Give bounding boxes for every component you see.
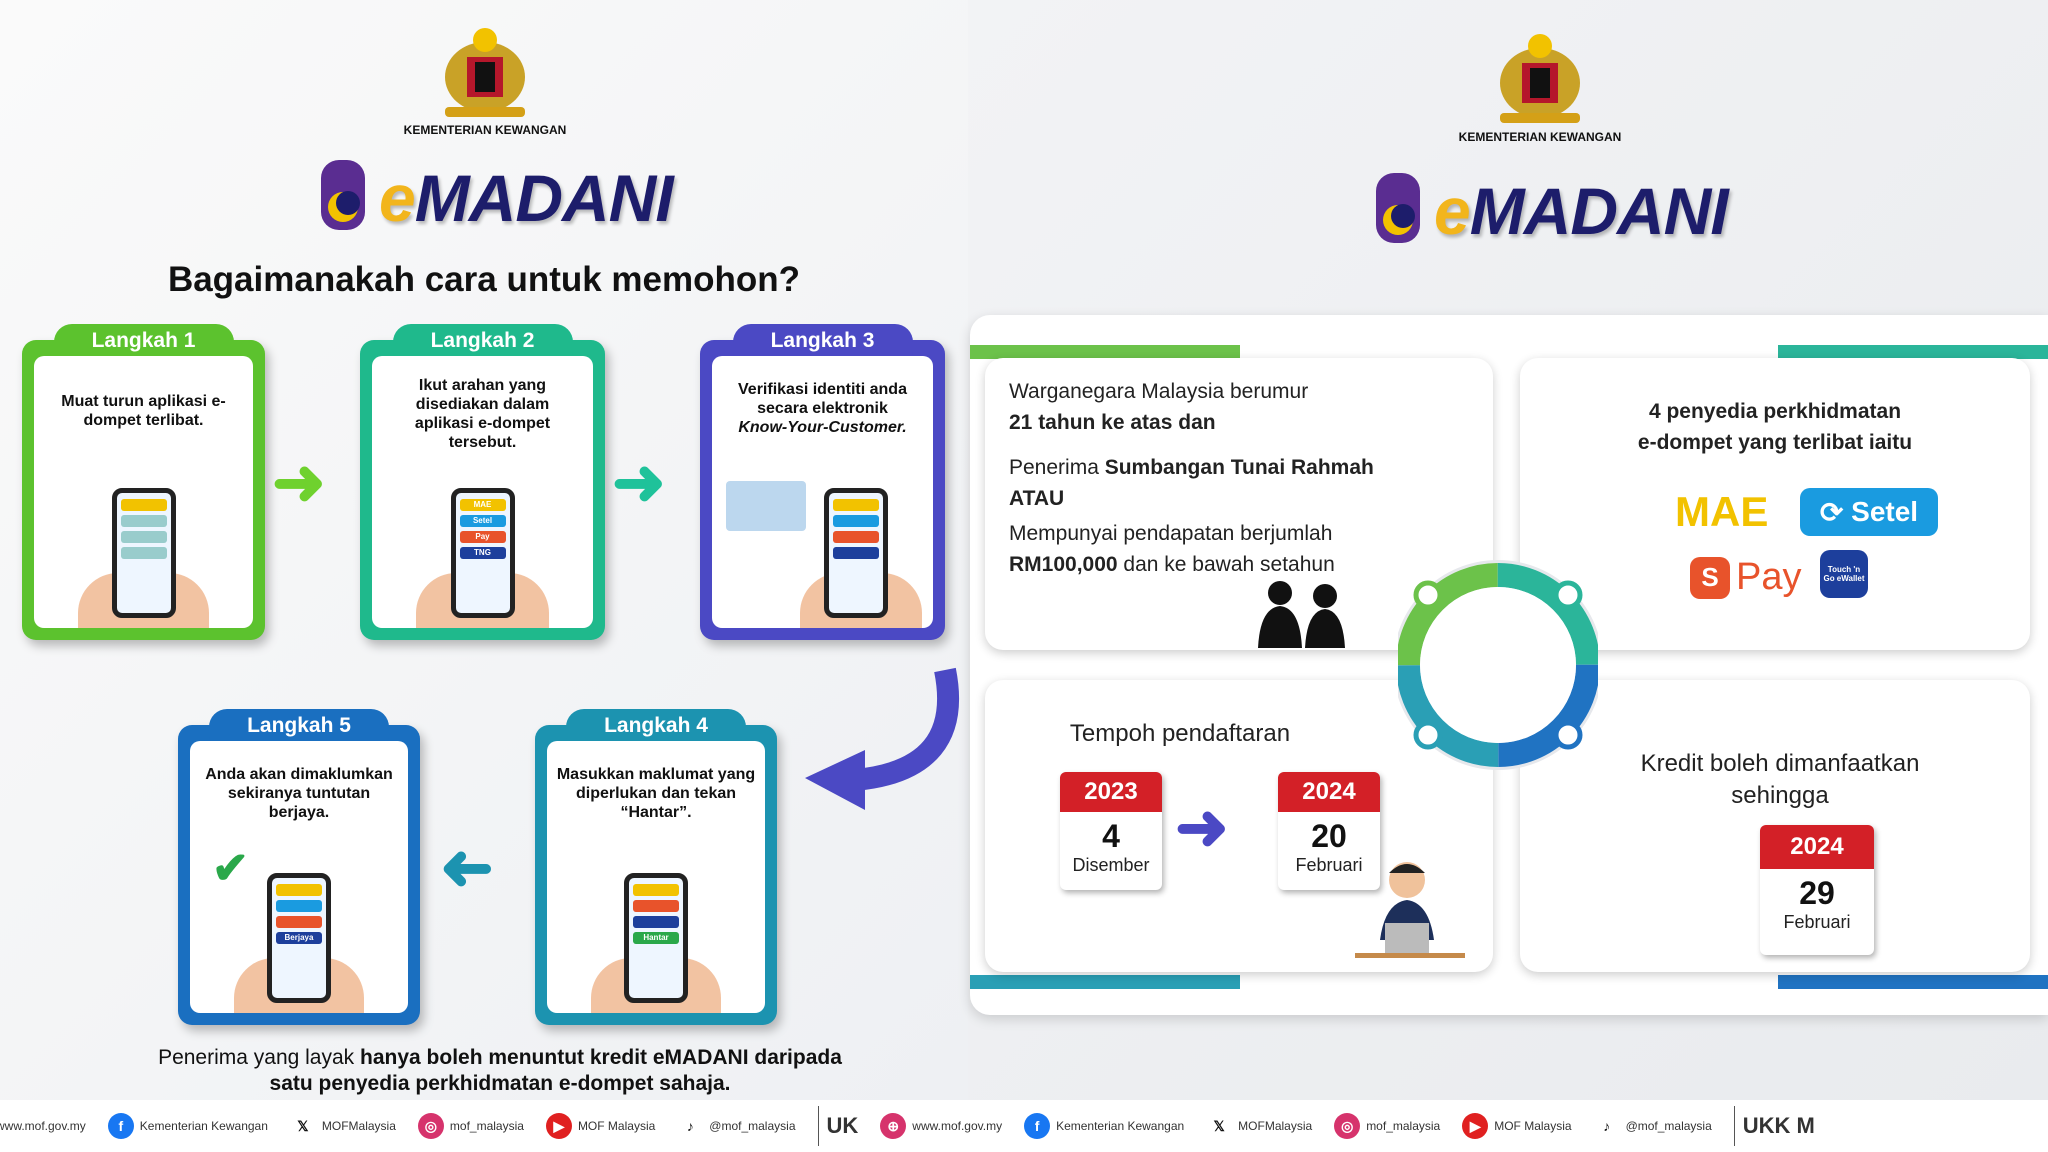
ministry-name: KEMENTERIAN KEWANGAN	[403, 123, 567, 137]
credit-title: Kredit boleh dimanfaatkan	[1640, 750, 1920, 777]
mae-logo: MAE	[1675, 488, 1769, 535]
person-at-desk-icon	[1355, 862, 1465, 958]
ukk-label: UKK M	[1742, 1113, 1815, 1138]
youtube-link[interactable]: ▶MOF Malaysia	[1462, 1113, 1572, 1139]
eligibility-note: Penerima yang layak hanya boleh menuntut…	[158, 1046, 842, 1095]
providers-heading: e-dompet yang terlibat iaitu	[1637, 431, 1913, 454]
setel-logo: ⟳ Setel	[1800, 488, 1938, 536]
step-label: Langkah 5	[209, 709, 389, 743]
phone-illustration: Hantar	[624, 873, 688, 1003]
right-infographic: KEMENTERIAN KEWANGAN eMADANI Warganegara…	[968, 0, 2048, 1100]
providers-card: 4 penyedia perkhidmatan e-dompet yang te…	[1520, 358, 2030, 650]
instagram-icon: ◎	[417, 1113, 444, 1139]
divider	[817, 1106, 819, 1146]
website-link[interactable]: www.mof.gov.my	[0, 1119, 86, 1133]
ministry-name: KEMENTERIAN KEWANGAN	[1458, 130, 1622, 144]
step-card-3: Langkah 3 Verifikasi identiti anda secar…	[700, 324, 945, 640]
center-ring	[1393, 545, 1603, 785]
coat-of-arms-emblem	[425, 22, 545, 122]
arrow-left-icon: ➜	[440, 831, 494, 903]
arrow-right-icon: ➜	[272, 446, 326, 518]
x-icon: 𝕏	[1213, 1117, 1225, 1134]
left-infographic: KEMENTERIAN KEWANGAN eMADANI Bagaimanaka…	[0, 0, 968, 1100]
ukk-label: UK	[826, 1113, 859, 1138]
brand-name: MADANI	[414, 160, 674, 235]
people-icon	[1258, 581, 1345, 648]
credit-title: sehingga	[1731, 782, 1829, 809]
step-text: Ikut arahan yang disediakan dalam aplika…	[414, 377, 551, 451]
facebook-icon: f	[107, 1113, 134, 1139]
phone-illustration	[111, 488, 176, 618]
tiktok-link[interactable]: ♪@mof_malaysia	[1594, 1113, 1712, 1139]
hand-logo-icon	[321, 160, 365, 230]
tiktok-icon: ♪	[686, 1118, 694, 1134]
divider	[1733, 1106, 1735, 1146]
website-link[interactable]: ⊕www.mof.gov.my	[880, 1113, 1002, 1139]
curved-arrow-icon	[805, 667, 960, 810]
providers-heading: 4 penyedia perkhidmatan	[1648, 400, 1902, 423]
instagram-link[interactable]: ◎mof_malaysia	[1334, 1113, 1440, 1139]
youtube-icon: ▶	[1462, 1113, 1489, 1139]
step-label: Langkah 2	[392, 324, 573, 358]
step-text: Anda akan dimaklumkan sekiranya tuntutan…	[205, 766, 393, 821]
emadani-logo: eMADANI	[1370, 168, 1729, 253]
id-card-icon	[726, 481, 806, 531]
step-text: Verifikasi identiti anda secara elektron…	[738, 381, 907, 417]
step-label: Langkah 3	[732, 324, 913, 358]
touchngo-logo: Touch 'n Go eWallet	[1820, 550, 1868, 598]
youtube-icon: ▶	[545, 1113, 572, 1139]
brand-e: e	[379, 160, 416, 235]
globe-icon: ⊕	[880, 1113, 907, 1139]
step-label: Langkah 4	[566, 709, 746, 743]
eligibility-line: 21 tahun ke atas dan	[1009, 411, 1216, 434]
eligibility-line: ATAU	[1009, 487, 1065, 510]
phone-illustration	[823, 488, 888, 618]
step-card-4: Langkah 4 Masukkan maklumat yang diperlu…	[535, 709, 777, 1025]
step-card-5: Langkah 5 Anda akan dimaklumkan sekirany…	[178, 709, 420, 1025]
page-title: Bagaimanakah cara untuk memohon?	[167, 260, 801, 299]
arrow-right-icon: ➜	[1175, 791, 1229, 863]
tiktok-icon: ♪	[1603, 1118, 1611, 1134]
phone-illustration: Berjaya	[267, 873, 331, 1003]
eligibility-line: Mempunyai pendapatan berjumlah	[1009, 522, 1333, 545]
youtube-link[interactable]: ▶MOF Malaysia	[545, 1113, 655, 1139]
eligibility-line: Warganegara Malaysia berumur	[1009, 380, 1309, 403]
step-label: Langkah 1	[53, 324, 234, 358]
step-card-1: Langkah 1 Muat turun aplikasi e-dompet t…	[22, 324, 265, 640]
arrow-right-icon: ➜	[612, 446, 666, 518]
step-text: Masukkan maklumat yang diperlukan dan te…	[556, 766, 756, 821]
step-text: Muat turun aplikasi e-dompet terlibat.	[61, 393, 226, 429]
instagram-icon: ◎	[1334, 1113, 1361, 1139]
shield-check-icon: ✔	[212, 844, 249, 893]
instagram-link[interactable]: ◎mof_malaysia	[417, 1113, 524, 1139]
eligibility-card: Warganegara Malaysia berumur 21 tahun ke…	[985, 358, 1493, 650]
coat-of-arms-emblem	[1480, 28, 1600, 128]
x-icon: 𝕏	[297, 1117, 309, 1134]
registration-title: Tempoh pendaftaran	[1069, 720, 1291, 747]
facebook-icon: f	[1024, 1113, 1051, 1139]
step-card-2: Langkah 2 Ikut arahan yang disediakan da…	[360, 324, 605, 640]
tiktok-link[interactable]: ♪@mof_malaysia	[677, 1113, 796, 1139]
step-text-italic: Know-Your-Customer.	[738, 419, 907, 436]
emadani-logo: eMADANI	[315, 155, 674, 240]
hand-logo-icon	[1376, 173, 1420, 243]
